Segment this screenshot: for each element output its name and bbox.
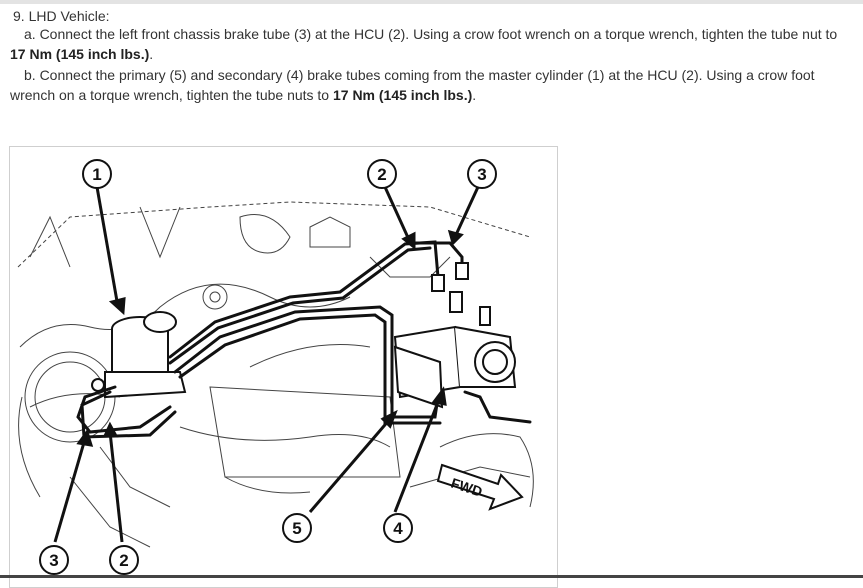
callout-1: 1 [82, 159, 112, 189]
callout-3-top: 3 [467, 159, 497, 189]
callout-2-bottom: 2 [109, 545, 139, 575]
brake-tube-illustration: FWD 1 2 3 5 4 3 2 [9, 146, 558, 588]
step-title: 9. LHD Vehicle: [13, 8, 110, 24]
bottom-divider [0, 575, 863, 578]
illustration-drawing: FWD 1 2 3 5 4 3 2 [17, 159, 534, 575]
callouts: 1 2 3 5 4 3 2 [39, 159, 497, 575]
callout-3-bottom: 3 [39, 545, 69, 575]
step-a-paragraph: a. Connect the left front chassis brake … [10, 24, 855, 64]
svg-text:4: 4 [393, 519, 403, 538]
step-b-paragraph: b. Connect the primary (5) and secondary… [10, 65, 855, 105]
svg-text:1: 1 [92, 165, 101, 184]
step-a-torque: 17 Nm (145 inch lbs.) [10, 46, 150, 62]
svg-text:2: 2 [377, 165, 386, 184]
fwd-arrow: FWD [436, 463, 524, 511]
callout-4: 4 [383, 513, 413, 543]
master-cylinder-sketch [91, 311, 187, 399]
svg-text:3: 3 [477, 165, 486, 184]
step-b-text: b. Connect the primary (5) and secondary… [10, 67, 815, 103]
svg-text:3: 3 [49, 551, 58, 570]
engine-bay-sketch [17, 201, 534, 548]
leader-arrows [53, 186, 480, 543]
svg-text:5: 5 [292, 519, 301, 538]
callout-2-top: 2 [367, 159, 397, 189]
callout-5: 5 [282, 513, 312, 543]
hcu-sketch [393, 291, 517, 409]
step-a-end: . [149, 46, 154, 62]
svg-text:2: 2 [119, 551, 128, 570]
step-b-torque: 17 Nm (145 inch lbs.) [332, 87, 473, 103]
step-a-text: a. Connect the left front chassis brake … [24, 26, 838, 42]
step-b-end: . [472, 87, 477, 103]
top-divider [0, 0, 863, 4]
tube-nuts [431, 262, 469, 292]
